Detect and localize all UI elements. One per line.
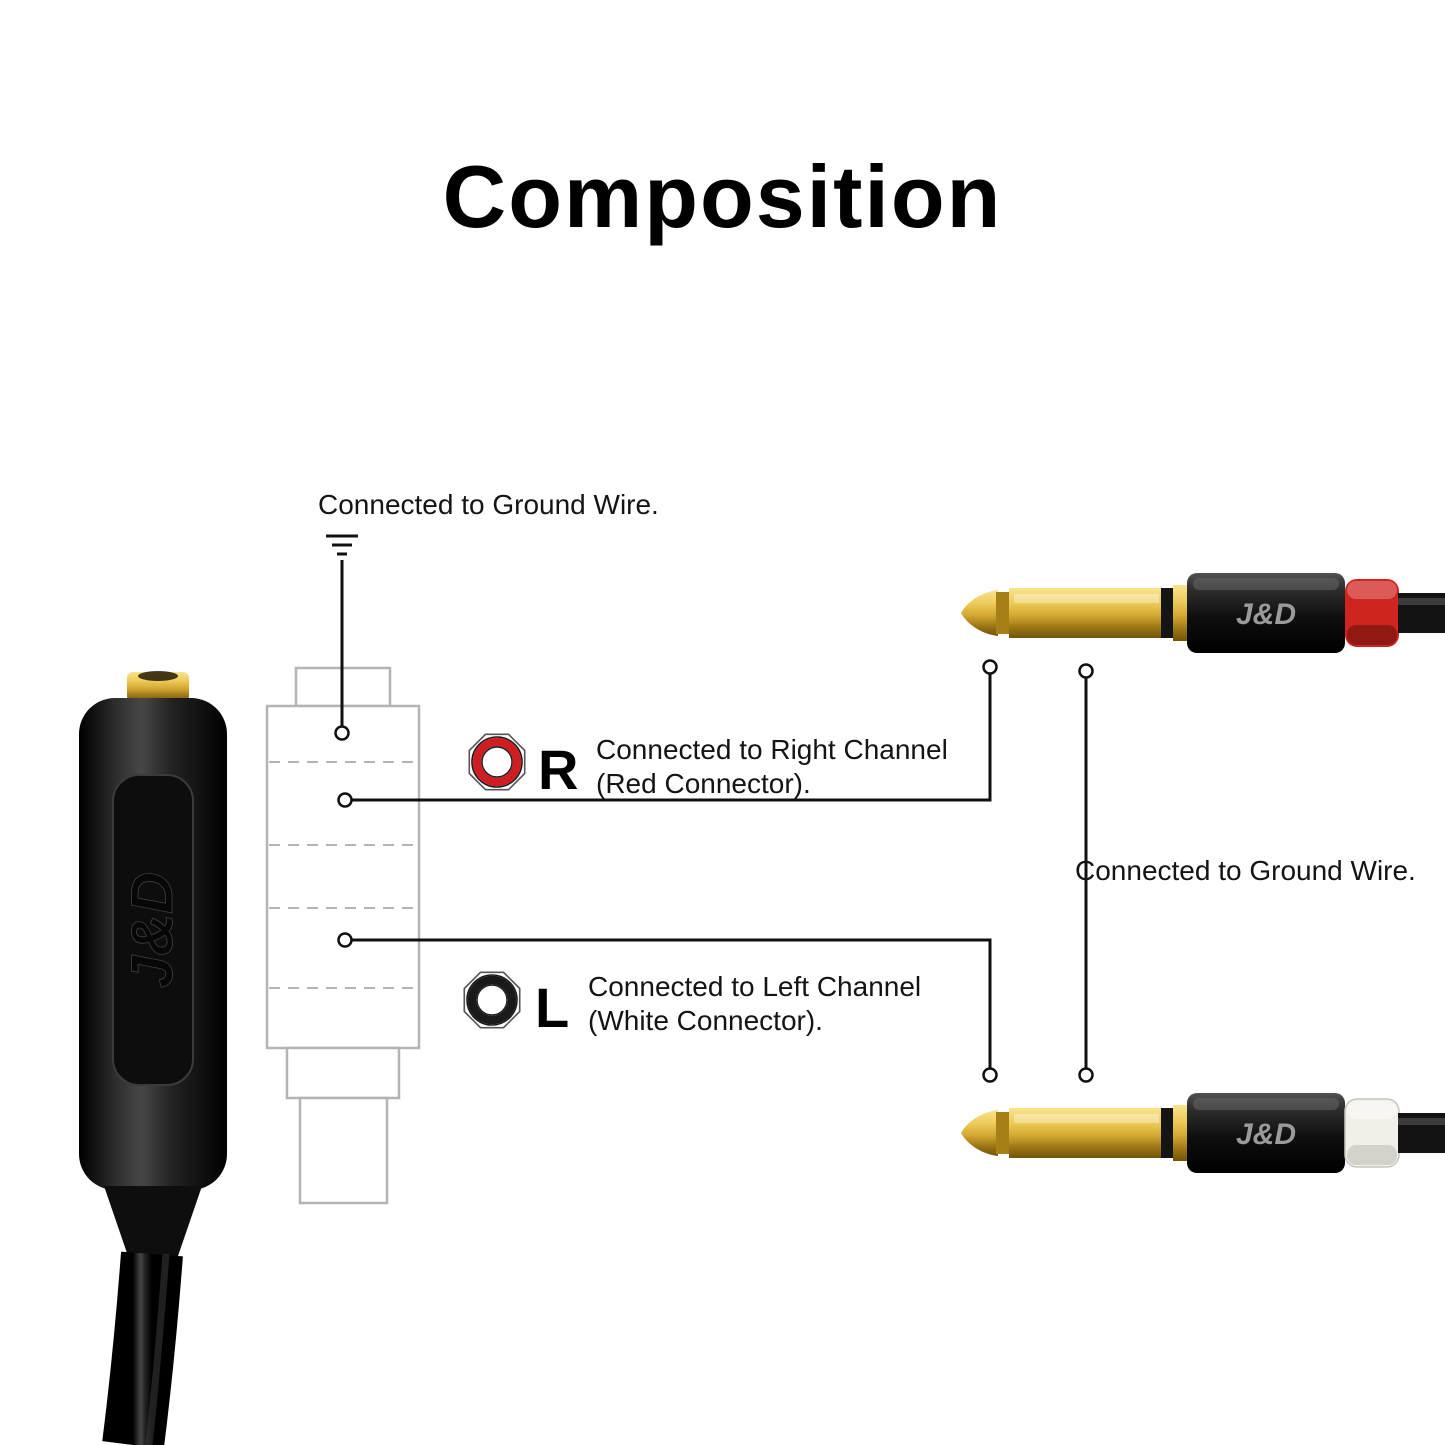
- right-channel-description-line1: Connected to Right Channel: [596, 734, 948, 765]
- plug-body-highlight: [1193, 578, 1339, 590]
- cable-highlight: [145, 1253, 170, 1445]
- plug-insulator-ring: [1161, 588, 1173, 638]
- left-channel-description-line2: (White Connector).: [588, 1005, 823, 1036]
- brand-logo-emboss: J&D: [120, 872, 185, 988]
- ground-wire-label-right: Connected to Ground Wire.: [1075, 855, 1416, 886]
- ts-plug-white: J&D: [961, 1093, 1445, 1173]
- schematic-boot-segment: [298, 1096, 389, 1205]
- right-channel-wire-line: [345, 674, 992, 802]
- cable-highlight: [1398, 1118, 1445, 1125]
- ground-wire-label-top: Connected to Ground Wire.: [318, 489, 659, 520]
- gold-jack-ferrule: [127, 672, 189, 702]
- plug-body: [1187, 1093, 1345, 1173]
- connection-point: [1078, 663, 1094, 679]
- right-channel-description-line2: (Red Connector).: [596, 768, 811, 799]
- connection-point: [337, 932, 353, 948]
- brand-logo: J&D: [1236, 1118, 1296, 1151]
- boot-shadow: [1347, 625, 1397, 645]
- ground-symbol-icon: [326, 534, 358, 556]
- connection-point: [334, 725, 350, 741]
- left-channel-wire-line: [345, 938, 992, 1068]
- schematic-collar-segment: [285, 1046, 401, 1100]
- plug-shaft-highlight: [1014, 1114, 1159, 1123]
- female-35mm-connector: J&D: [79, 671, 227, 1445]
- plug-body: [1187, 573, 1345, 653]
- boot-highlight: [1347, 1101, 1397, 1119]
- plug-tip-groove: [996, 1112, 1009, 1154]
- ts-plug-red: J&D: [961, 573, 1445, 653]
- embossed-logo-plate: [112, 774, 194, 1086]
- plug-tip: [961, 1110, 998, 1156]
- left-channel-description-line1: Connected to Left Channel: [588, 971, 922, 1002]
- schematic-section-dividers: [269, 761, 417, 989]
- plug-body-highlight: [1193, 1098, 1339, 1110]
- left-channel-description: Connected to Left Channel (White Connect…: [588, 970, 921, 1038]
- plug-shaft: [1009, 588, 1161, 638]
- plug-insulator-ring: [1161, 1108, 1173, 1158]
- plug-collar: [1173, 1105, 1187, 1161]
- cable-left: [102, 1251, 183, 1445]
- connection-points: [334, 659, 1094, 1083]
- plug-shaft-highlight: [1014, 594, 1159, 603]
- connection-point: [982, 659, 998, 675]
- right-channel-jack-icon: [468, 733, 526, 791]
- right-channel-letter: R: [538, 738, 579, 801]
- left-channel-jack-icon: [463, 971, 521, 1029]
- connection-wires: [340, 560, 1088, 1068]
- plug-collar: [1173, 585, 1187, 641]
- boot-highlight: [1347, 581, 1397, 599]
- boot-shadow: [1347, 1145, 1397, 1165]
- connection-point: [982, 1067, 998, 1083]
- page-title: Composition: [442, 147, 1003, 246]
- strain-relief: [104, 1186, 202, 1256]
- connection-point: [337, 792, 353, 808]
- brand-logo: J&D: [1236, 598, 1296, 631]
- plug-tip-groove: [996, 592, 1009, 634]
- cable-highlight: [1398, 598, 1445, 605]
- connection-point: [1078, 1067, 1094, 1083]
- left-channel-letter: L: [535, 976, 570, 1039]
- jack-opening: [138, 671, 178, 681]
- plug-shaft: [1009, 1108, 1161, 1158]
- schematic-body-segment: [265, 704, 421, 1050]
- plug-tip: [961, 590, 998, 636]
- right-channel-description: Connected to Right Channel (Red Connecto…: [596, 733, 948, 801]
- red-strain-relief-boot: [1345, 579, 1399, 647]
